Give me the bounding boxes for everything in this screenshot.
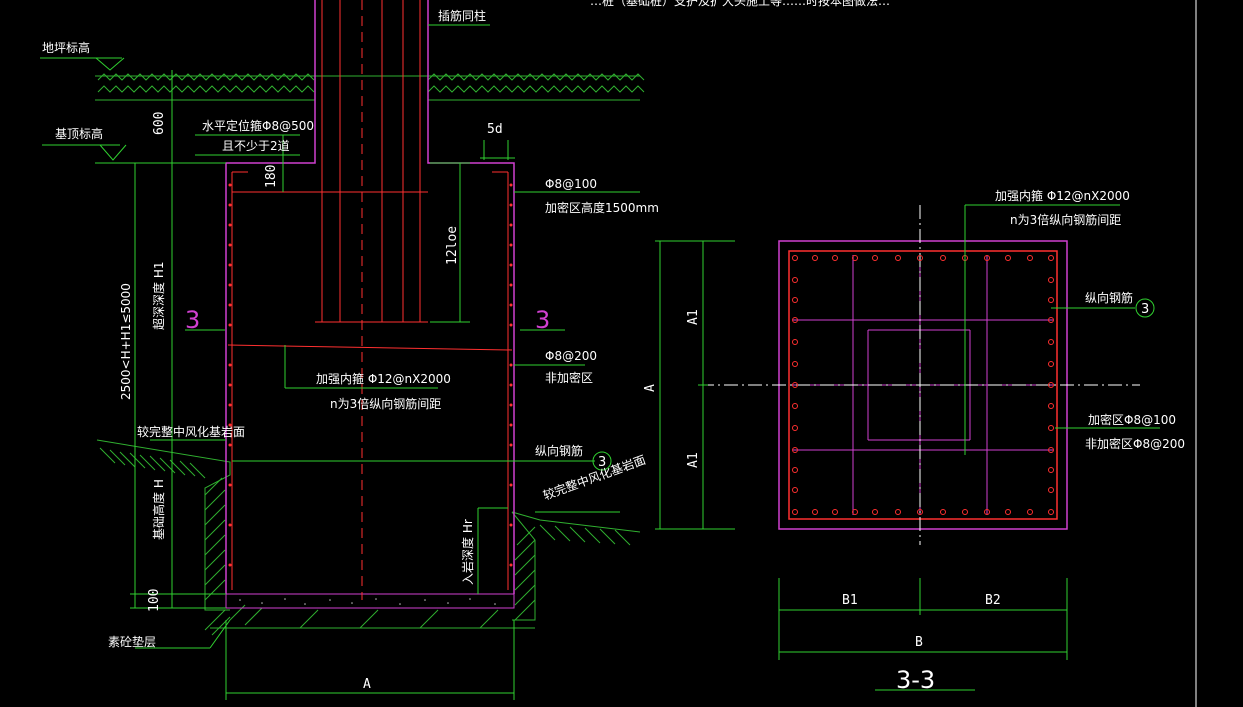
section-mark-right: 3	[535, 306, 550, 334]
dim-B1: B1	[842, 593, 858, 608]
rebar-dots	[228, 183, 513, 567]
label-rock-face-right: 较完整中风化基岩面	[541, 452, 648, 503]
dim-A1-top: A1	[686, 309, 701, 325]
dim-B2: B2	[985, 593, 1001, 608]
ground-hatch	[95, 73, 645, 101]
dim-A-bottom: A	[363, 677, 371, 692]
rebar-lines	[227, 0, 513, 600]
label-horizontal-hoop: 水平定位箍Φ8@500	[202, 118, 314, 133]
label-hoop-dense: Φ8@100	[545, 177, 597, 191]
label-long-bar: 纵向钢筋	[535, 443, 583, 458]
label-top-elevation: 基顶标高	[55, 126, 103, 141]
section-mark-left: 3	[185, 306, 200, 334]
label-at-least-two: 且不少于2道	[222, 139, 290, 153]
section-leaders	[655, 204, 1160, 691]
section-callout-circle	[1135, 298, 1155, 318]
label-reinforce-hoop: 加强内箍 Φ12@nX2000	[316, 371, 451, 386]
dim-A1-bottom: A1	[686, 452, 701, 468]
label-foundation-height: 基础高度 H	[151, 479, 166, 540]
leader-lines	[40, 24, 640, 700]
dim-5d: 5d	[487, 122, 503, 137]
sec-label-n-times: n为3倍纵向钢筋间距	[1010, 212, 1121, 227]
label-super-depth: 超深深度 H1	[151, 262, 166, 330]
label-range: 2500<H+H1≤5000	[119, 283, 133, 400]
detail-callout-circle	[592, 451, 612, 471]
section-stirrup	[788, 250, 1058, 520]
sec-label-long-bar: 纵向钢筋	[1085, 290, 1133, 305]
label-hoop-normal: Φ8@200	[545, 349, 597, 363]
label-ground-elevation: 地坪标高	[42, 40, 90, 55]
label-dense-height: 加密区高度1500mm	[545, 200, 659, 215]
label-non-dense: 非加密区	[545, 370, 593, 385]
top-note: …桩（基础桩）支护及扩大头施工等……时按本图做法…	[590, 0, 890, 8]
label-cha-jin: 插筋同柱	[438, 8, 486, 23]
callout-3: 3	[598, 455, 606, 470]
section-bars	[792, 255, 1054, 515]
label-plain-concrete: 素砼垫层	[108, 634, 156, 649]
sec-label-reinforce-hoop: 加强内箍 Φ12@nX2000	[995, 188, 1130, 203]
pier-outline	[225, 0, 515, 594]
dim-B: B	[915, 635, 923, 650]
section-3-3-view: 加强内箍 Φ12@nX2000 n为3倍纵向钢筋间距 纵向钢筋 3 A1 A1 …	[643, 188, 1185, 694]
dim-600: 600	[152, 112, 167, 135]
dim-180: 180	[264, 165, 279, 188]
label-rock-face-left: 较完整中风化基岩面	[137, 424, 245, 439]
rock-hatch-left	[96, 439, 231, 636]
elevation-view: …桩（基础桩）支护及扩大头施工等……时按本图做法… 插筋同柱 地坪标高 基顶标高…	[40, 0, 890, 700]
concrete-pad	[225, 593, 515, 609]
section-title: 3-3	[896, 666, 935, 694]
centerlines	[700, 205, 1140, 545]
rock-hatch-right	[210, 511, 641, 629]
dim-12loe: 12loe	[445, 226, 460, 265]
sec-label-non-dense: 非加密区Φ8@200	[1085, 436, 1185, 451]
dim-A: A	[643, 384, 658, 392]
sec-callout-3: 3	[1141, 302, 1149, 317]
label-n-times: n为3倍纵向钢筋间距	[330, 396, 441, 411]
label-socket-depth: 入岩深度 Hr	[460, 519, 475, 585]
sec-label-dense: 加密区Φ8@100	[1088, 412, 1176, 427]
dim-100: 100	[147, 589, 162, 612]
